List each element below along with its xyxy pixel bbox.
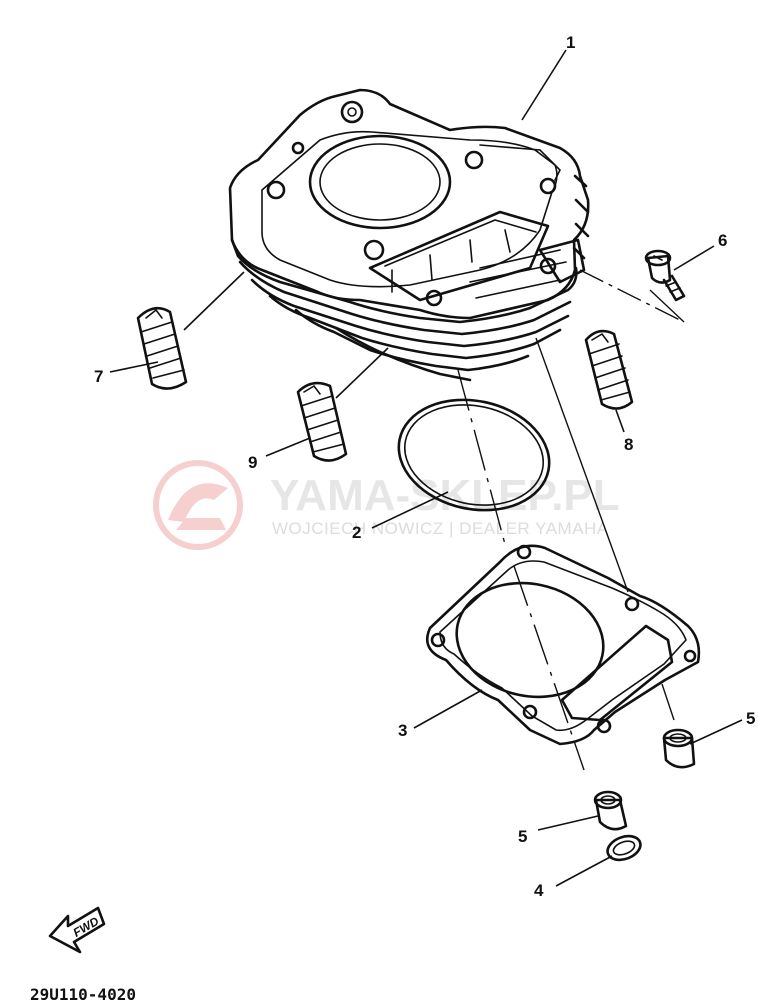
stud-bolt — [584, 329, 634, 410]
watermark-logo — [153, 460, 243, 550]
callout-5: 5 — [746, 709, 755, 728]
callout-3: 3 — [398, 721, 407, 740]
assembly-lines — [457, 269, 685, 771]
callout-7: 7 — [94, 367, 103, 386]
watermark: YAMA-SKLEP.PL WOJCIECH NOWICZ | DEALER Y… — [153, 460, 620, 550]
callout-5: 5 — [518, 827, 527, 846]
callouts: 1 2 3 4 5 5 6 7 8 9 — [94, 33, 755, 900]
cylinder — [228, 88, 590, 382]
watermark-subtitle: WOJCIECH NOWICZ | DEALER YAMAHA — [272, 519, 609, 538]
stud-bolt — [296, 381, 348, 462]
cylinder-gasket — [425, 544, 701, 746]
dowel-pin — [593, 790, 628, 831]
o-ring — [397, 398, 551, 512]
dowel-pin — [662, 728, 696, 769]
leader-lines — [109, 49, 743, 887]
bolt — [644, 249, 686, 302]
diagram-code: 29U110-4020 — [30, 985, 136, 1004]
callout-2: 2 — [352, 523, 361, 542]
o-ring-small — [606, 834, 642, 862]
callout-8: 8 — [624, 435, 633, 454]
callout-1: 1 — [566, 33, 575, 52]
watermark-title: YAMA-SKLEP.PL — [270, 471, 620, 520]
callout-6: 6 — [718, 231, 727, 250]
callout-4: 4 — [534, 881, 544, 900]
fwd-arrow-icon: FWD — [48, 906, 106, 954]
callout-9: 9 — [248, 453, 257, 472]
stud-bolt — [136, 306, 188, 390]
